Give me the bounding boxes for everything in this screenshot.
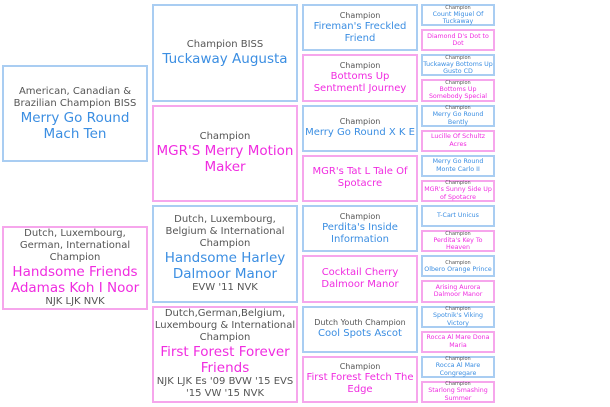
- dog-name: Olbero Orange Prince: [424, 265, 492, 273]
- dog-name: Rocca Al Mare Dona Maria: [426, 334, 490, 349]
- dog-name: Merry Go Round Monte Carlo II: [432, 158, 484, 173]
- dog-title: Champion: [199, 131, 251, 143]
- dog-name: Bottoms Up Somebody Special: [428, 85, 488, 101]
- dog-title: Champion BISS: [186, 38, 264, 50]
- pedigree-box-gen2[interactable]: Dutch,German,Belgium, Luxembourg & Inter…: [152, 305, 298, 403]
- dog-title: Dutch, Luxembourg, German, International…: [19, 228, 131, 263]
- dog-name: Perdita's Inside Information: [322, 221, 398, 245]
- dog-name: Handsome Harley Dalmoor Manor: [164, 249, 286, 282]
- pedigree-box-gen3[interactable]: MGR's Tat L Tale Of Spotacre: [302, 154, 418, 202]
- pedigree-box-gen4[interactable]: Lucille Of Schultz Acres: [421, 129, 495, 152]
- dog-title: Champion: [445, 4, 471, 11]
- pedigree-box-gen4[interactable]: Rocca Al Mare Dona Maria: [421, 330, 495, 353]
- pedigree-box-gen1[interactable]: Dutch, Luxembourg, German, International…: [2, 226, 148, 310]
- dog-title: Champion: [445, 356, 471, 363]
- dog-awards: NJK LJK NVK: [45, 296, 105, 307]
- dog-awards: NJK LJK Es '09 BVW '15 EVS '15 VW '15 NV…: [156, 376, 294, 400]
- dog-name: Diamond D's Dot to Dot: [427, 32, 489, 48]
- dog-title: Champion: [445, 180, 471, 187]
- dog-name: MGR's Tat L Tale Of Spotacre: [312, 166, 408, 190]
- dog-title: Champion: [339, 211, 381, 221]
- pedigree-box-gen4[interactable]: Arising Aurora Dalmoor Manor: [421, 280, 495, 303]
- pedigree-box-gen1[interactable]: American, Canadian & Brazilian Champion …: [2, 65, 148, 162]
- pedigree-box-gen2[interactable]: Dutch, Luxembourg, Belgium & Internation…: [152, 205, 298, 303]
- dog-title: Champion: [339, 10, 381, 20]
- dog-name: Count Miguel Of Tuckaway: [432, 10, 484, 26]
- dog-name: T-Cart Unicus: [437, 212, 479, 220]
- dog-name: MGR'S Merry Motion Maker: [156, 143, 294, 176]
- dog-name: Cool Spots Ascot: [318, 328, 402, 340]
- dog-title: Champion: [445, 54, 471, 61]
- dog-name: Spotnik's Viking Victory: [432, 312, 484, 327]
- dog-name: Lucille Of Schultz Acres: [430, 133, 486, 148]
- dog-name: Cocktail Cherry Dalmoor Manor: [321, 266, 399, 290]
- dog-title: Champion: [445, 306, 471, 313]
- dog-name: Fireman's Freckled Friend: [313, 20, 407, 44]
- dog-name: Rocca Al Mare Congregare: [435, 362, 481, 377]
- dog-name: Merry Go Round Bently: [432, 111, 484, 126]
- dog-title: Champion: [445, 105, 471, 112]
- pedigree-box-gen4[interactable]: Diamond D's Dot to Dot: [421, 29, 495, 52]
- dog-title: Champion: [339, 362, 381, 372]
- dog-title: Champion: [445, 79, 471, 86]
- dog-name: Tuckaway Bottoms Up Gusto CD: [423, 60, 493, 76]
- dog-title: Champion: [445, 230, 471, 237]
- pedigree-box-gen4[interactable]: T-Cart Unicus: [421, 205, 495, 228]
- dog-name: First Forest Fetch The Edge: [306, 372, 414, 396]
- dog-name: Perdita's Key To Heaven: [433, 236, 483, 252]
- dog-title: American, Canadian & Brazilian Champion …: [13, 85, 137, 109]
- dog-title: Champion: [445, 381, 471, 388]
- dog-title: Dutch,German,Belgium, Luxembourg & Inter…: [154, 308, 296, 344]
- dog-title: Champion: [339, 60, 381, 70]
- pedigree-box-gen4[interactable]: Merry Go Round Monte Carlo II: [421, 154, 495, 177]
- dog-name: First Forest Forever Friends: [160, 344, 290, 377]
- dog-name: Tuckaway Augusta: [162, 50, 288, 67]
- dog-title: Dutch Youth Champion: [314, 318, 406, 328]
- pedigree-box-gen3[interactable]: Cocktail Cherry Dalmoor Manor: [302, 255, 418, 303]
- dog-title: Champion: [445, 259, 471, 266]
- dog-title: Champion: [339, 117, 381, 127]
- dog-name: Merry Go Round Mach Ten: [20, 109, 130, 142]
- dog-name: Arising Aurora Dalmoor Manor: [433, 283, 483, 299]
- dog-awards: EVW '11 NVK: [192, 281, 258, 293]
- dog-name: MGR's Sunny Side Up of Spotacre: [424, 186, 492, 201]
- dog-name: Handsome Friends Adamas Koh I Noor: [10, 264, 140, 296]
- dog-name: Merry Go Round X K E: [305, 127, 415, 139]
- dog-title: Dutch, Luxembourg, Belgium & Internation…: [165, 213, 285, 249]
- dog-name: Bottoms Up Sentmentl Journey: [313, 70, 407, 94]
- dog-name: Starlong Smashing Summer: [428, 387, 488, 402]
